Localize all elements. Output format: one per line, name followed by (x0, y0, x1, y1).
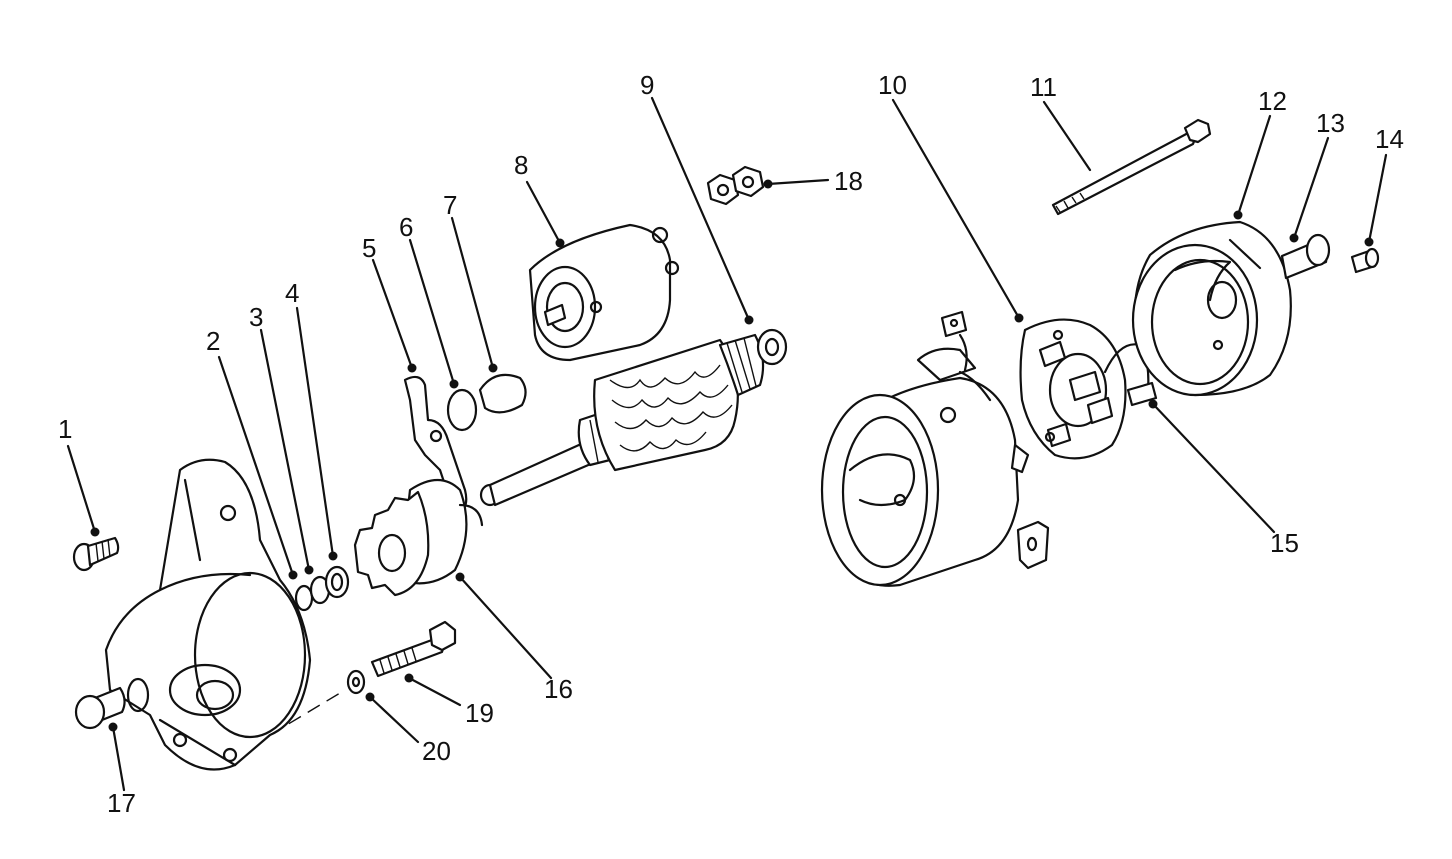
callout-5: 5 (362, 233, 376, 263)
callout-16: 16 (544, 674, 573, 704)
callout-labels: 1 2 3 4 5 6 7 8 9 10 11 12 13 14 15 16 1… (58, 70, 1404, 818)
leader-lines (66, 96, 1388, 792)
bushing-part-13 (1280, 233, 1331, 280)
washers-parts-2-3-4 (294, 565, 350, 612)
callout-15: 15 (1270, 528, 1299, 558)
leader-dots (90, 179, 1374, 732)
callout-4: 4 (285, 278, 299, 308)
cap-part-14 (1350, 247, 1380, 274)
field-terminal (940, 310, 968, 372)
callout-14: 14 (1375, 124, 1404, 154)
bolt-axis-line (269, 689, 346, 736)
pinion-drive-part-16 (353, 478, 484, 597)
callout-12: 12 (1258, 86, 1287, 116)
solenoid-part-8 (528, 223, 680, 362)
callout-10: 10 (878, 70, 907, 100)
stop-collar-part-7 (478, 373, 527, 414)
callout-11: 11 (1030, 72, 1057, 102)
callout-18: 18 (834, 166, 863, 196)
drive-end-bushing (74, 686, 126, 730)
bolt-part-19 (370, 620, 457, 678)
callout-9: 9 (640, 70, 654, 100)
washer-part-20 (346, 669, 366, 695)
callout-17: 17 (107, 788, 136, 818)
snap-ring-part-6 (446, 388, 478, 432)
callout-7: 7 (443, 190, 457, 220)
callout-2: 2 (206, 326, 220, 356)
callout-6: 6 (399, 212, 413, 242)
through-bolt-part-11 (1051, 118, 1212, 216)
callout-8: 8 (514, 150, 528, 180)
brush-holder-part-10 (1019, 318, 1127, 460)
screw-part-1 (72, 536, 120, 572)
callout-13: 13 (1316, 108, 1345, 138)
drive-end-housing (104, 458, 312, 771)
armature-assembly (479, 328, 788, 507)
callout-20: 20 (422, 736, 451, 766)
commutator-end-cover-part-12 (1131, 220, 1292, 397)
field-yoke (820, 347, 1030, 587)
callout-1: 1 (58, 414, 72, 444)
callout-3: 3 (249, 302, 263, 332)
callout-19: 19 (465, 698, 494, 728)
nuts-part-18 (706, 165, 765, 206)
brush-insulator (1016, 520, 1050, 570)
